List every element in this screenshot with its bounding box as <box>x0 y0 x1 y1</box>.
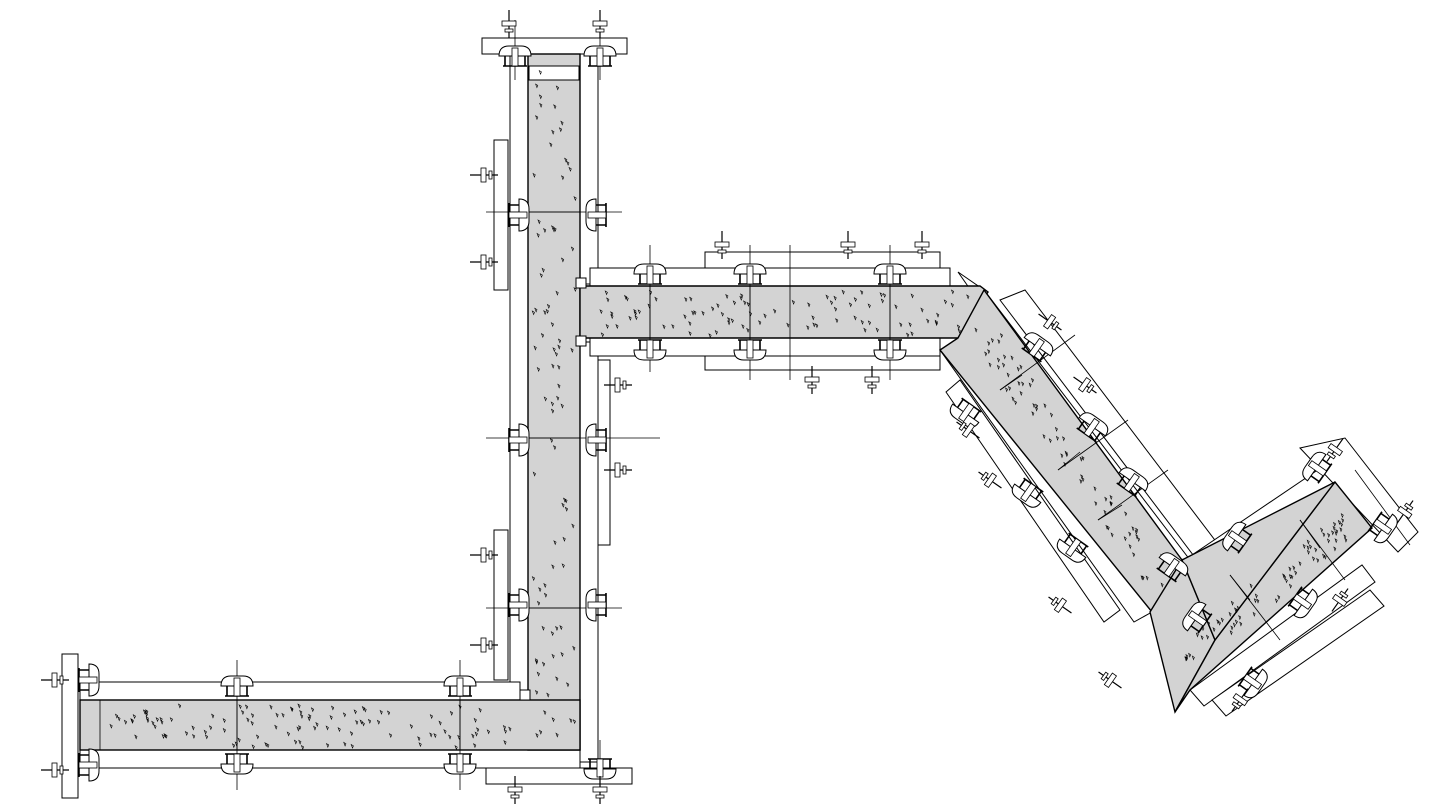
clamp <box>443 675 477 697</box>
clamp <box>443 753 477 775</box>
tie-rod <box>840 231 856 259</box>
clamp <box>78 663 100 697</box>
tie-rod <box>714 231 730 259</box>
tie-rod <box>470 637 498 653</box>
panel-vertical-right-upper <box>579 53 599 285</box>
clamp <box>1222 521 1253 554</box>
clamp <box>1302 451 1333 484</box>
clamp <box>1056 532 1089 563</box>
concrete-vertical-wall <box>527 53 581 751</box>
clamp <box>78 748 100 782</box>
clamp <box>1011 477 1044 508</box>
tie-rod <box>1098 671 1122 689</box>
clamp <box>508 588 530 622</box>
concrete-top-wall <box>579 285 989 339</box>
tie-rod <box>507 776 523 804</box>
tie-rod <box>604 462 632 478</box>
tie-rod <box>804 366 820 394</box>
concrete-right-wall-infill <box>1181 481 1336 642</box>
clamp <box>1182 601 1213 634</box>
tie-rod <box>1331 588 1349 612</box>
clamp <box>873 339 907 361</box>
tie-rod <box>501 10 517 38</box>
tie-rod <box>470 167 498 183</box>
tie-rod <box>914 231 930 259</box>
concrete-diagonal-wall <box>938 288 1183 614</box>
clamp <box>1237 666 1268 699</box>
clamp <box>585 588 607 622</box>
clamp <box>583 45 617 67</box>
concrete-walls <box>79 53 1373 751</box>
clamp <box>585 198 607 232</box>
concrete-right-wall <box>1174 480 1373 713</box>
clamp <box>508 198 530 232</box>
corner-post-2 <box>575 335 587 347</box>
tie-rod <box>956 421 980 439</box>
corner-post-3 <box>519 689 531 701</box>
clamp <box>633 339 667 361</box>
tie-rod <box>592 10 608 38</box>
clamp <box>1076 412 1109 443</box>
tie-rod <box>1073 376 1097 394</box>
clamp <box>1367 511 1398 544</box>
clamp <box>508 423 530 457</box>
clamp <box>1287 586 1318 619</box>
concrete-aggregate <box>109 69 1348 751</box>
panel-left-side-lower <box>493 529 509 681</box>
tie-rod <box>470 254 498 270</box>
tie-rod <box>978 471 1002 489</box>
tie-rod <box>1326 438 1344 462</box>
clamp <box>498 45 532 67</box>
tie-rod <box>1396 500 1414 524</box>
panel-vertical-right-lower <box>579 341 599 763</box>
clamp <box>873 263 907 285</box>
concrete-bottom-wall <box>79 699 581 751</box>
tie-rod <box>864 366 880 394</box>
formwork-panels <box>61 37 1419 799</box>
tie-rod <box>604 377 632 393</box>
tie-rod <box>1231 688 1249 712</box>
panel-side-plank <box>597 359 611 546</box>
panel-bottom-bottom <box>79 749 581 769</box>
clamp <box>220 675 254 697</box>
clamp <box>1021 332 1054 363</box>
top-cap <box>528 65 580 81</box>
corner-posts <box>99 65 1321 750</box>
panel-bottom-end <box>61 653 79 799</box>
clamp <box>585 423 607 457</box>
clamp <box>583 758 617 780</box>
clamp <box>220 753 254 775</box>
tie-rod <box>470 547 498 563</box>
tie-rod <box>41 762 69 778</box>
panel-left-side-upper <box>493 139 509 291</box>
tie-rod <box>41 672 69 688</box>
tie-rod <box>1038 313 1062 331</box>
clamp <box>733 339 767 361</box>
clamp <box>633 263 667 285</box>
clamp <box>1156 552 1189 583</box>
form-clamps <box>41 10 1414 804</box>
clamp <box>733 263 767 285</box>
corner-post-1 <box>575 277 587 289</box>
clamp <box>1116 467 1149 498</box>
tie-rod <box>1048 596 1072 614</box>
tie-rod <box>592 776 608 804</box>
